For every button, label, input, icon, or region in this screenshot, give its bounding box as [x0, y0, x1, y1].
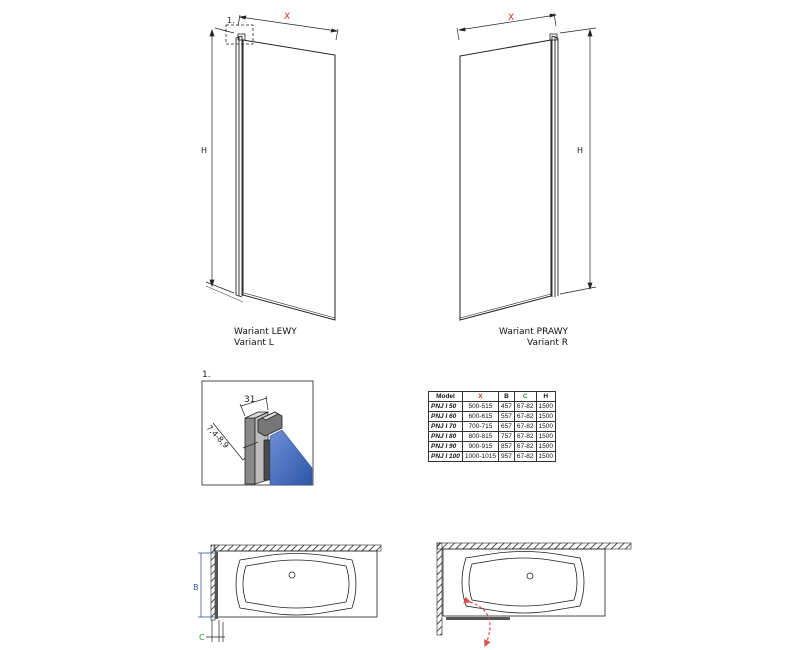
- table-row: PNJ I 50 500-515 457 67-82 1500: [428, 401, 556, 412]
- table-row: PNJ I 80 800-815 757 67-82 1500: [428, 431, 556, 442]
- cell-x: 1000-1015: [461, 451, 500, 462]
- cell-c: 67-82: [513, 421, 537, 432]
- detail-dim-side: [212, 422, 259, 461]
- cell-h: 1500: [535, 431, 556, 442]
- detail-profile: [244, 411, 283, 485]
- dimension-x-left: [237, 14, 339, 41]
- caption-right-line2: Variant R: [526, 338, 569, 348]
- plan-b-label: B: [193, 583, 199, 592]
- cell-x: 600-615: [461, 411, 500, 422]
- cell-h: 1500: [535, 451, 556, 462]
- cell-c: 67-82: [513, 451, 537, 462]
- cell-b: 657: [498, 421, 515, 432]
- glass-panel-right: [459, 39, 552, 321]
- plan-right: [436, 542, 632, 648]
- dimension-c: [206, 620, 225, 642]
- plan-left: [198, 544, 382, 642]
- wall-profile-left: [235, 35, 243, 298]
- drain-left: [288, 571, 296, 579]
- x-label-right: X: [508, 13, 514, 23]
- bathtub-left: [215, 550, 378, 618]
- cell-h: 1500: [535, 421, 556, 432]
- hinge-left: [237, 33, 246, 41]
- cell-b: 757: [498, 431, 515, 442]
- detail-callout-box: [225, 24, 254, 45]
- detail-marker-left: 1.: [227, 16, 235, 25]
- wall-top-right: [436, 542, 632, 550]
- detail-view: [201, 380, 314, 486]
- elevation-right: [456, 12, 597, 321]
- caption-right: Wariant PRAWY Variant R: [499, 327, 568, 349]
- col-h: H: [535, 391, 556, 402]
- detail-title: 1.: [202, 370, 211, 380]
- detail-dim-top: [239, 395, 269, 417]
- plan-c-label: C: [199, 633, 205, 642]
- cell-x: 800-815: [461, 431, 500, 442]
- glass-plan-right: [446, 617, 510, 620]
- cell-b: 857: [498, 441, 515, 452]
- h-label-right: H: [577, 146, 583, 155]
- bathtub-right: [442, 548, 606, 617]
- cell-c: 67-82: [513, 411, 537, 422]
- col-b: B: [498, 391, 515, 402]
- cell-model: PNJ I 80: [428, 431, 463, 442]
- cell-b: 557: [498, 411, 515, 422]
- wall-side-right: [436, 542, 443, 636]
- col-model: Model: [428, 391, 463, 402]
- hinge-right: [549, 33, 558, 41]
- caption-right-line1: Wariant PRAWY: [499, 327, 569, 337]
- cell-b: 957: [498, 451, 515, 462]
- cell-c: 67-82: [513, 431, 537, 442]
- cell-b: 457: [498, 401, 515, 412]
- cell-model: PNJ I 70: [428, 421, 463, 432]
- dimension-h-left: [205, 27, 235, 294]
- caption-left: Wariant LEWY Variant L: [234, 327, 297, 349]
- dimension-b: [198, 552, 214, 618]
- h-label-left: H: [201, 146, 207, 155]
- cell-model: PNJ I 60: [428, 411, 463, 422]
- col-x: X: [461, 391, 500, 402]
- cell-model: PNJ I 50: [428, 401, 463, 412]
- cell-c: 67-82: [513, 401, 537, 412]
- cell-x: 900-915: [461, 441, 500, 452]
- col-c: C: [513, 391, 537, 402]
- table-row: PNJ I 70 700-715 657 67-82 1500: [428, 421, 556, 432]
- wall-profile-right: [551, 35, 559, 297]
- spec-table: Model X B C H PNJ I 50 500-515 457 67-82…: [428, 391, 556, 462]
- caption-left-line2: Variant L: [234, 338, 274, 348]
- table-header-row: Model X B C H: [428, 391, 556, 402]
- cell-h: 1500: [535, 441, 556, 452]
- cell-h: 1500: [535, 411, 556, 422]
- dimension-x-right: [456, 12, 557, 41]
- detail-dim-top-label: 31: [244, 395, 255, 405]
- cell-model: PNJ I 100: [428, 451, 463, 462]
- x-label-left: X: [284, 12, 290, 22]
- dimension-h-right: [559, 27, 597, 295]
- table-row: PNJ I 100 1000-1015 957 67-82 1500: [428, 451, 556, 462]
- swing-arrow: [463, 596, 491, 648]
- table-row: PNJ I 90 900-915 857 67-82 1500: [428, 441, 556, 452]
- detail-glass: [269, 429, 313, 486]
- caption-left-line1: Wariant LEWY: [234, 327, 297, 337]
- table-row: PNJ I 60 600-615 557 67-82 1500: [428, 411, 556, 422]
- wall-top-left: [213, 544, 382, 552]
- wall-side-left: [210, 544, 216, 621]
- cell-model: PNJ I 90: [428, 441, 463, 452]
- cell-x: 700-715: [461, 421, 500, 432]
- elevation-left: [205, 14, 339, 321]
- glass-panel-left: [242, 39, 336, 321]
- cell-c: 67-82: [513, 441, 537, 452]
- cell-h: 1500: [535, 401, 556, 412]
- glass-plan-left: [215, 552, 218, 619]
- cell-x: 500-515: [461, 401, 500, 412]
- drain-right: [526, 572, 534, 580]
